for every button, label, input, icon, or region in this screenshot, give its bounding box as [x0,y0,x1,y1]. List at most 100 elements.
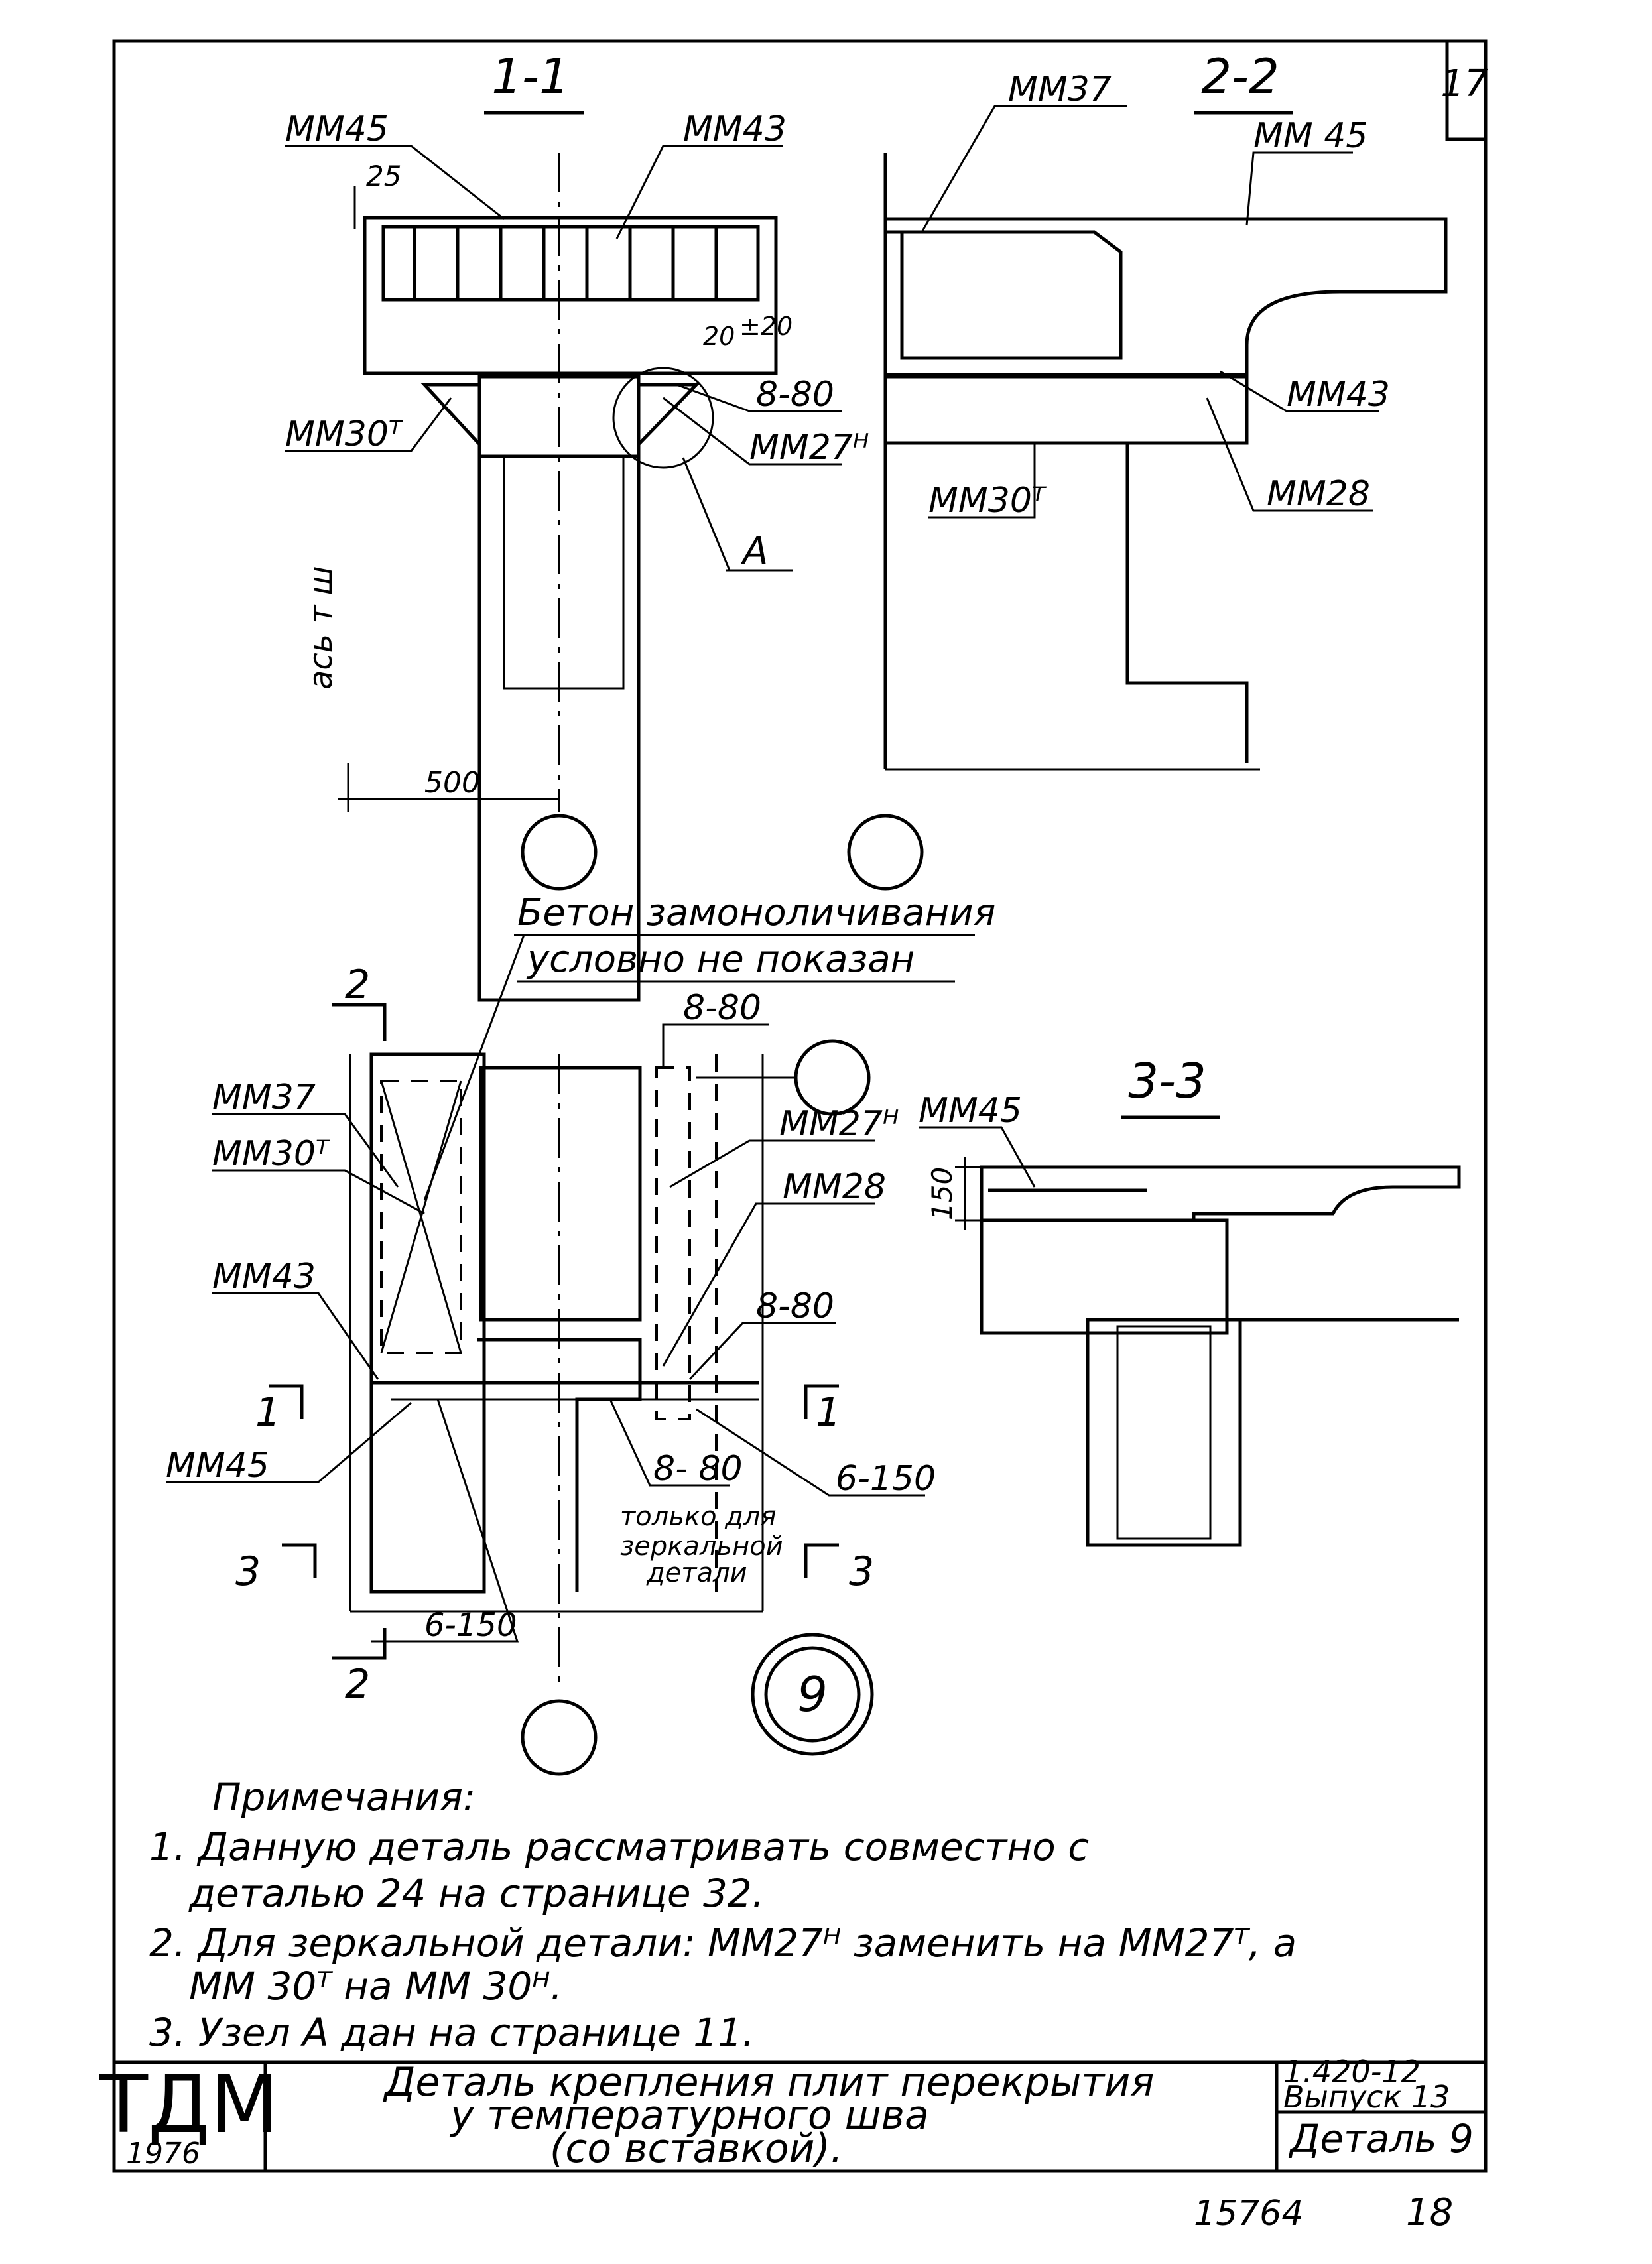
section-1-1: 1-1 [285,48,869,1002]
cut-1-left-label: 1 [255,1389,281,1436]
label-plan-6-150-right: 6-150 [836,1459,936,1499]
rebar-stirrups-1-1 [413,227,718,300]
label-plan-8-80-mid: 8-80 [756,1287,834,1326]
leader-plan-mm27h [669,1139,875,1188]
plan-view: Бетон замоноличивания условно не показан [166,891,995,1776]
logo-tdm: ТДМ [99,2059,279,2151]
label-mm30t-2-2: MM30ᵀ [928,481,1047,521]
bracket-right-1-1 [637,383,700,449]
leader-plan-mm45 [166,1401,412,1483]
label-plan-mm43: MM43 [212,1257,316,1296]
label-mm28-2-2: MM28 [1267,474,1370,514]
leader-mm45-3-3 [919,1126,1036,1188]
leader-plan-mm28 [662,1202,875,1367]
bracket-left-1-1 [420,383,481,449]
label-mirror-1: только для [620,1501,777,1532]
detail-number-outer [751,1633,874,1756]
leader-plan-6-150-right [696,1408,925,1497]
title-line1: Деталь крепления плит перекрытия [383,2059,1155,2106]
slab-1-1 [363,216,778,375]
leader-plan-6-150-left [371,1399,519,1643]
note-2-line1: 2. Для зеркальной детали: MM27ᴴ заменить… [149,1920,1297,1966]
plan-beam-left-dashed [380,1080,462,1354]
cut-2-bottom-label: 2 [345,1661,370,1708]
label-mm45-3-3: MM45 [919,1091,1022,1131]
title-line2: у температурного шва [449,2092,929,2139]
label-mirror-2: зеркальной [620,1531,783,1562]
label-plan-8-80-low: 8- 80 [653,1449,743,1489]
label-mm45-1-1: MM45 [285,109,389,149]
slab-3-3 [980,1165,1461,1222]
beam-2-2 [883,375,1249,445]
cut-2-bottom-mark [332,1628,387,1660]
detail-label: Деталь 9 [1288,2116,1474,2161]
cut-3-left-mark [282,1543,317,1578]
note-1-line1: 1. Данную деталь рассматривать совместно… [149,1824,1089,1869]
plan-beam-diagonal-2 [380,1080,462,1353]
section-2-2: 2-2 MM37 MM 45 MM43 MM30ᵀ MM28 [847,48,1448,891]
cut-3-left-label: 3 [235,1548,261,1595]
label-plan-mm27h: MM27ᴴ [779,1104,899,1144]
plan-note-line2: условно не показан [526,938,915,981]
title-block: ТДМ 1976 Деталь крепления плит перекрыти… [99,2054,1486,2172]
label-mirror-3: детали [646,1558,747,1588]
note-2-line2: MM 30ᵀ на MM 30ᴴ. [189,1964,562,2009]
bottom-number-left: 15764 [1194,2194,1303,2233]
label-dim-150: 150 [926,1167,958,1220]
label-axis: ась т ш [302,566,340,690]
section-3-3: 3-3 MM45 150 [919,1053,1461,1547]
label-mm43-2-2: MM43 [1287,375,1390,414]
cut-1-left-mark [269,1384,304,1419]
series-number: 1.420-12 [1283,2054,1421,2090]
label-8-80-1-1: 8-80 [756,375,834,414]
column-core-3-3 [1116,1325,1212,1540]
label-dim-500: 500 [424,766,480,800]
notes-heading: Примечания: [212,1775,476,1820]
section-1-1-title: 1-1 [491,48,570,104]
label-dim-25: 25 [366,160,401,192]
plan-note-line1: Бетон замоноличивания [517,891,995,934]
cut-2-top-mark [332,1003,387,1041]
plan-mm27h-outline [655,1066,691,1420]
section-3-3-title: 3-3 [1128,1053,1206,1109]
label-node-a: A [741,530,768,573]
title-block-year: 1976 [126,2137,200,2170]
bottom-number-right: 18 [1406,2191,1453,2234]
label-plan-6-150-left: 6-150 [424,1607,517,1644]
note-1-line2: деталью 24 на странице 32. [188,1871,764,1916]
leader-plan-mm37 [212,1113,399,1188]
leader-plan-8-80-low [609,1399,730,1487]
cut-3-right-mark [804,1543,839,1578]
title-line3: (со вставкой). [550,2125,843,2172]
label-mm45-2-2: MM 45 [1253,116,1367,156]
rebar-cage-1-1 [381,225,760,302]
cut-1-right-mark [804,1384,839,1419]
leader-mm28-2-2 [1206,397,1373,512]
label-dim-pm20: ±20 [739,312,793,341]
leader-mm30t-2-2 [928,444,1036,519]
slab-2-2 [883,217,1448,377]
leader-plan-mm30t [212,1169,425,1215]
leader-plan-mm43 [212,1292,379,1380]
section-2-2-title: 2-2 [1201,48,1279,104]
beam-3-3 [980,1218,1229,1335]
leader-8-80-1-1 [676,383,842,412]
axis-bubble-plan-right [794,1039,871,1116]
node-a-leader [682,457,731,571]
node-a-circle [612,367,714,469]
page-number-frame [1445,41,1486,141]
column-2-2 [1125,443,1249,763]
sheet-frame [112,39,1488,2173]
leader-mm27h-1-1 [663,397,842,466]
leader-mm30t-1-1 [285,397,452,452]
column-3-3 [1086,1318,1242,1547]
rebar-2-2 [885,230,1123,360]
label-mm43-1-1: MM43 [683,109,787,149]
label-plan-mm30t: MM30ᵀ [212,1134,331,1174]
label-dim-20: 20 [703,322,735,351]
label-plan-mm28: MM28 [783,1167,886,1207]
leader-mm37-2-2 [921,105,1127,233]
axis-bubble-1-1 [521,814,598,891]
label-plan-8-80-top: 8-80 [683,988,761,1028]
cut-3-right-label: 3 [849,1548,874,1595]
